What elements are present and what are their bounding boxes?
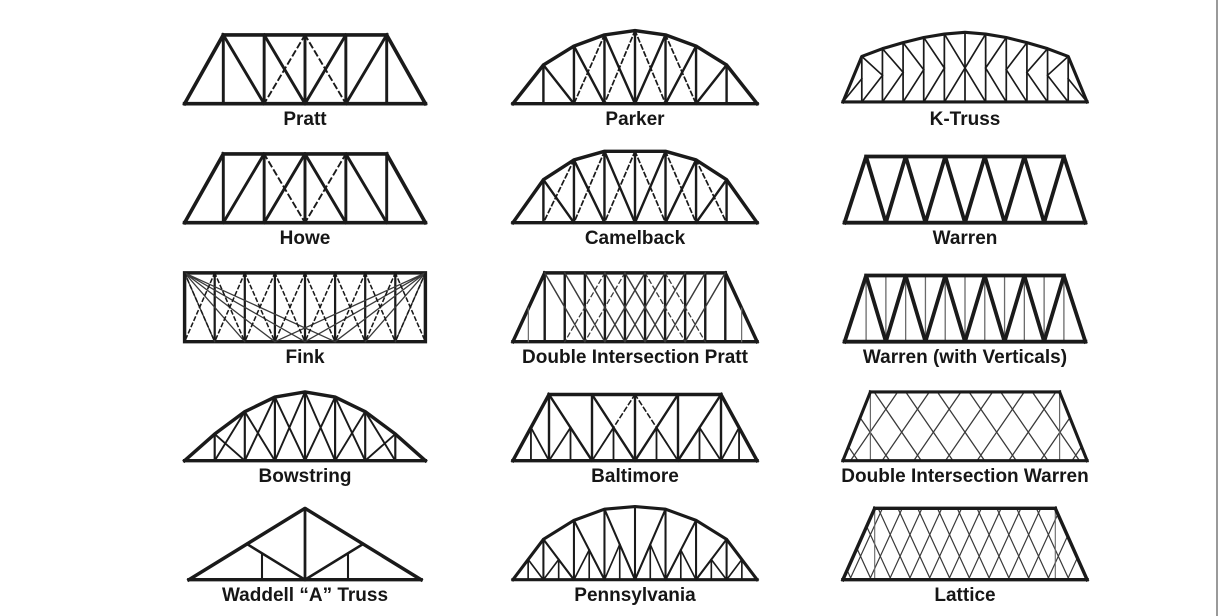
- truss-cell-camelback: Camelback: [465, 131, 805, 250]
- page-edge-line: [1216, 0, 1218, 616]
- double-intersection-pratt-truss-diagram: [510, 270, 760, 345]
- truss-label: Baltimore: [591, 466, 679, 488]
- truss-label: Fink: [285, 347, 325, 369]
- truss-cell-double-intersection-warren: Double Intersection Warren: [805, 369, 1125, 488]
- truss-cell-lattice: Lattice: [805, 488, 1125, 607]
- camelback-truss-diagram: [510, 149, 760, 226]
- truss-label: Bowstring: [258, 466, 352, 488]
- truss-cell-k-truss: K-Truss: [805, 12, 1125, 131]
- truss-cell-howe: Howe: [145, 131, 465, 250]
- double-intersection-warren-truss-diagram: [840, 390, 1090, 463]
- truss-label: Waddell “A” Truss: [221, 585, 389, 607]
- truss-label: Lattice: [934, 585, 996, 607]
- truss-cell-waddell-a-truss: Waddell “A” Truss: [145, 488, 465, 607]
- k-truss-diagram: [840, 30, 1090, 105]
- howe-truss-diagram: [182, 151, 428, 226]
- fink-truss-diagram: [182, 271, 428, 344]
- truss-label: Double Intersection Pratt: [522, 347, 748, 369]
- truss-cell-warren-with-verticals: Warren (with Verticals): [805, 250, 1125, 369]
- truss-label: Parker: [605, 109, 665, 131]
- truss-cell-parker: Parker: [465, 12, 805, 131]
- truss-cell-fink: Fink: [145, 250, 465, 369]
- baltimore-truss-diagram: [510, 392, 760, 464]
- truss-cell-pratt: Pratt: [145, 12, 465, 131]
- truss-cell-warren: Warren: [805, 131, 1125, 250]
- pennsylvania-truss-diagram: [510, 505, 760, 583]
- lattice-truss-diagram: [840, 506, 1090, 583]
- warren-truss-diagram: [842, 154, 1088, 226]
- truss-label: Double Intersection Warren: [841, 466, 1089, 488]
- truss-cell-pennsylvania: Pennsylvania: [465, 488, 805, 607]
- pratt-truss-diagram: [182, 32, 428, 107]
- waddell-a-truss-diagram: [186, 506, 424, 583]
- truss-label: Howe: [279, 228, 331, 250]
- warren-with-verticals-truss-diagram: [842, 273, 1088, 345]
- truss-label: K-Truss: [929, 109, 1001, 131]
- bowstring-truss-diagram: [182, 390, 428, 464]
- truss-cell-baltimore: Baltimore: [465, 369, 805, 488]
- truss-label: Camelback: [584, 228, 686, 250]
- truss-cell-double-intersection-pratt: Double Intersection Pratt: [465, 250, 805, 369]
- parker-truss-diagram: [510, 29, 760, 107]
- truss-label: Pratt: [283, 109, 327, 131]
- truss-label: Warren (with Verticals): [862, 347, 1068, 369]
- truss-label: Pennsylvania: [574, 585, 696, 607]
- truss-label: Warren: [932, 228, 998, 250]
- truss-type-diagram-grid: Pratt Parker K-Truss: [145, 12, 1125, 607]
- truss-cell-bowstring: Bowstring: [145, 369, 465, 488]
